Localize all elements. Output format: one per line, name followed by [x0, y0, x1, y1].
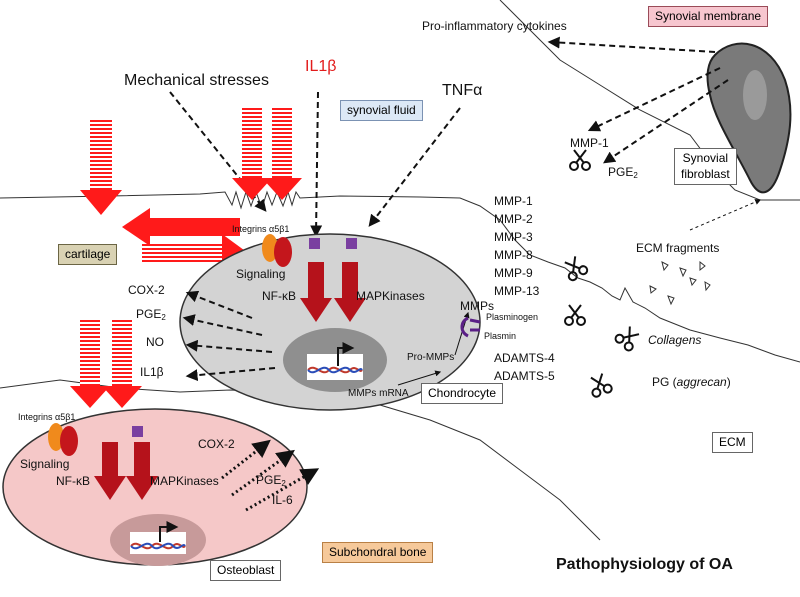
mechanical-stress-arrow-2	[232, 108, 272, 200]
integrin-red-bottom	[60, 426, 78, 456]
mapk-bottom-label: MAPKinases	[150, 474, 219, 488]
chondrocyte-dna-2	[307, 366, 363, 374]
diagram-title: Pathophysiology of OA	[556, 556, 733, 573]
nfkb-arrow-chondro	[300, 262, 332, 322]
receptor-1	[309, 238, 320, 249]
scissors-icon-1	[569, 149, 591, 171]
mrna-to-pro-mmps-arrow	[397, 370, 442, 386]
cox2-left-label: COX-2	[128, 283, 165, 297]
mmps-mrna-label: MMPs mRNA	[348, 388, 409, 399]
to-no-arrow	[185, 339, 273, 353]
mmps-label: MMPs	[460, 299, 494, 313]
osteoblast-dna-2	[130, 542, 186, 550]
mapk-arrow-chondro	[334, 262, 366, 322]
to-il1b-arrow	[185, 367, 276, 382]
mechanical-stress-arrow-1	[80, 118, 122, 215]
scissors-icon-5	[590, 373, 613, 398]
nfkb-top-label: NF-κB	[262, 289, 296, 303]
mmp1-top-label: MMP-1	[570, 136, 609, 150]
scissors-icon-4	[614, 326, 640, 352]
fibroblast-nucleus	[743, 70, 767, 120]
synovial-membrane-box: Synovial membrane	[648, 6, 769, 27]
integrins-bottom-label: Integrins α5β1	[18, 412, 76, 422]
mapk-arrow-osteo	[126, 442, 158, 500]
pge2-left-label: PGE2	[136, 307, 166, 322]
mmp-list-6: MMP-13	[494, 284, 540, 298]
scissors-icon-2	[564, 256, 589, 282]
il6-bottom-label: IL-6	[272, 493, 293, 507]
ecm-fragments	[649, 260, 711, 306]
fibroblast-to-mmp1-arrow	[587, 67, 721, 132]
osteoblast-stress-arrow-2	[102, 318, 142, 408]
il1b-top-label: IL1β	[305, 58, 337, 75]
osteo-to-cartilage-arrow-2	[231, 449, 295, 497]
mmp-list-5: MMP-9	[494, 266, 533, 280]
fibroblast-to-pge2-arrow	[603, 79, 729, 164]
mmp-list-4: MMP-8	[494, 248, 533, 262]
integrin-red-top	[274, 237, 292, 267]
ecm-to-fibroblast-arrow	[689, 199, 762, 231]
to-pge2-arrow	[182, 314, 263, 336]
il1b-arrow	[310, 91, 323, 238]
plasmin-label: Plasmin	[484, 331, 517, 341]
chondrocyte-transcription-arrow	[337, 342, 355, 366]
pge2-top-label: PGE2	[608, 165, 638, 180]
pro-mmps-label: Pro-MMPs	[407, 352, 455, 363]
pro-inflammatory-label: Pro-inflammatory cytokines	[422, 19, 567, 33]
scissors-icon-3	[564, 304, 586, 326]
mapk-top-label: MAPKinases	[356, 289, 425, 303]
osteoblast-box: Osteoblast	[210, 560, 282, 581]
tnfa-label: TNFα	[442, 82, 483, 99]
osteo-to-cartilage-arrow-3	[245, 468, 320, 512]
tnfa-arrow	[368, 107, 461, 227]
synovial-fluid-box: synovial fluid	[340, 100, 423, 121]
adamts4-label: ADAMTS-4	[494, 351, 555, 365]
ecm-fragments-label: ECM fragments	[636, 241, 720, 255]
il1b-left-label: IL1β	[140, 365, 164, 379]
integrins-top-label: Integrins α5β1	[232, 224, 290, 234]
integrin-orange-bottom	[48, 423, 64, 451]
chondrocyte-box: Chondrocyte	[421, 383, 504, 404]
fibroblast-to-cytokines-arrow	[547, 36, 716, 53]
subchondral-bone-box: Subchondral bone	[322, 542, 434, 563]
signaling-top-label: Signaling	[236, 267, 286, 281]
mechanical-stress-arrow-3	[262, 108, 302, 200]
integrin-orange-top	[262, 234, 278, 262]
mmp-list-1: MMP-1	[494, 194, 533, 208]
mmp-list-2: MMP-2	[494, 212, 533, 226]
cartilage-surface-line	[0, 190, 800, 363]
plasminogen-receptor	[460, 316, 481, 338]
no-left-label: NO	[146, 335, 164, 349]
to-cox2-arrow	[185, 290, 253, 319]
adamts5-label: ADAMTS-5	[494, 369, 555, 383]
mechanical-stresses-label: Mechanical stresses	[124, 72, 269, 89]
signaling-bottom-label: Signaling	[20, 457, 70, 471]
cox2-bottom-label: COX-2	[198, 437, 235, 451]
pge2-bottom-label: PGE2	[256, 473, 286, 488]
osteoblast-stress-arrow-1	[70, 318, 110, 408]
mmp-list-3: MMP-3	[494, 230, 533, 244]
receptor-2	[346, 238, 357, 249]
osteoblast-transcription-arrow	[159, 521, 179, 542]
nfkb-arrow-osteo	[94, 442, 126, 500]
plasminogen-label: Plasminogen	[486, 312, 539, 322]
collagens-label: Collagens	[648, 333, 702, 347]
mechanical-stress-line	[169, 91, 267, 212]
horizontal-arrow-left	[122, 208, 240, 246]
pg-aggrecan-label: PG (aggrecan)	[652, 375, 731, 389]
nfkb-bottom-label: NF-κB	[56, 474, 90, 488]
osteoblast-receptor	[132, 426, 143, 437]
cartilage-box: cartilage	[58, 244, 118, 265]
ecm-box: ECM	[712, 432, 753, 453]
